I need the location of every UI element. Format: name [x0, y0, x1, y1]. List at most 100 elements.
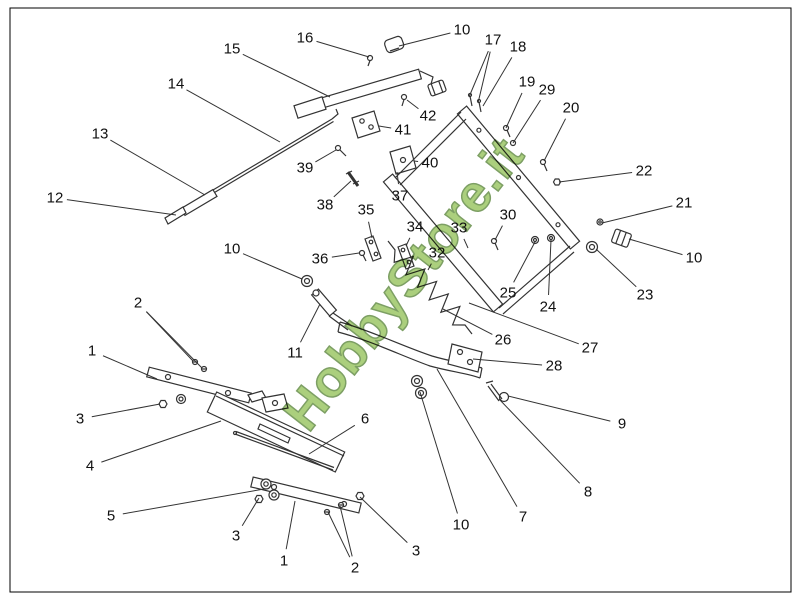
rod-cylinder — [164, 206, 187, 225]
hex-nut-left — [158, 399, 168, 409]
leader-line — [66, 199, 177, 216]
arm-bushings — [410, 374, 428, 400]
callout-21: 21 — [675, 194, 693, 212]
callout-2: 2 — [133, 294, 143, 312]
callout-26: 26 — [494, 331, 512, 349]
leader-line — [331, 252, 360, 258]
callout-20: 20 — [562, 99, 580, 117]
leader-line — [186, 89, 281, 143]
leader-line — [442, 308, 493, 335]
leader-line — [241, 497, 260, 526]
leader-line — [558, 172, 633, 183]
callout-18: 18 — [509, 38, 527, 56]
callout-3: 3 — [411, 542, 421, 560]
leader-line — [242, 253, 303, 280]
lower-lift-arm — [337, 321, 510, 403]
lift-rod — [164, 108, 339, 225]
end-cap — [611, 228, 632, 248]
leader-line — [368, 221, 373, 239]
spring-pin — [345, 170, 360, 187]
callout-10: 10 — [452, 516, 470, 534]
callout-8: 8 — [583, 483, 593, 501]
leader-line — [102, 355, 158, 380]
leader-line — [285, 500, 296, 550]
callout-23: 23 — [636, 286, 654, 304]
upper-mount-plate — [145, 366, 267, 404]
retainer-ring — [498, 391, 510, 403]
leader-line — [507, 395, 611, 422]
leader-line — [359, 496, 408, 544]
leader-line — [308, 424, 356, 455]
leader-line — [146, 311, 203, 369]
callout-3: 3 — [231, 527, 241, 545]
leader-line — [505, 92, 523, 129]
leader-line — [436, 368, 518, 507]
link-plates — [364, 235, 415, 270]
callout-22: 22 — [635, 162, 653, 180]
leader-line — [468, 50, 489, 98]
rod-sleeve — [180, 188, 218, 217]
callout-5: 5 — [106, 507, 116, 525]
callout-7: 7 — [518, 508, 528, 526]
handle-spacer — [427, 79, 447, 97]
callout-42: 42 — [419, 107, 437, 125]
leader-line — [628, 238, 683, 256]
callout-27: 27 — [581, 339, 599, 357]
callout-33: 33 — [450, 219, 468, 237]
arm-bracket — [447, 343, 483, 373]
hex-nut-bottom-left — [254, 494, 264, 504]
callout-3: 3 — [75, 410, 85, 428]
callout-2: 2 — [350, 559, 360, 577]
leader-line — [413, 160, 419, 163]
leader-line — [512, 99, 541, 144]
leader-line — [419, 391, 458, 514]
clevis-pin — [485, 380, 503, 402]
hex-nut-right — [355, 491, 365, 501]
leader-line — [101, 420, 222, 463]
leader-line — [463, 238, 469, 249]
callout-16: 16 — [296, 29, 314, 47]
leader-line — [300, 303, 321, 343]
leader-line — [472, 358, 543, 366]
callout-1: 1 — [87, 342, 97, 360]
callout-13: 13 — [91, 125, 109, 143]
callout-9: 9 — [617, 415, 627, 433]
callout-24: 24 — [539, 298, 557, 316]
callout-35: 35 — [357, 201, 375, 219]
leader-line — [543, 118, 566, 162]
leader-line — [601, 205, 673, 224]
hex-nut — [552, 178, 562, 186]
leader-line — [427, 263, 432, 271]
leader-line — [91, 403, 161, 418]
slide-rod — [232, 430, 335, 471]
callout-17: 17 — [484, 31, 502, 49]
callout-15: 15 — [223, 40, 241, 58]
channel-bracket — [206, 391, 346, 473]
callout-28: 28 — [545, 357, 563, 375]
leader-line — [595, 248, 637, 288]
leader-line — [406, 99, 419, 110]
mount-bracket-assembly — [145, 358, 365, 516]
leader-line — [498, 398, 581, 484]
leader-line — [548, 239, 552, 296]
callout-4: 4 — [85, 457, 95, 475]
callout-29: 29 — [538, 81, 556, 99]
handle-bolt — [366, 54, 374, 67]
callout-11: 11 — [287, 344, 303, 362]
callout-6: 6 — [360, 410, 370, 428]
leader-line — [396, 171, 400, 185]
leader-line — [242, 53, 331, 98]
callout-40: 40 — [421, 154, 439, 172]
plate-bushings-bottom — [260, 478, 280, 501]
leader-line — [482, 57, 513, 107]
plate-bushing — [175, 393, 187, 405]
callout-1: 1 — [279, 552, 289, 570]
latch-plate — [389, 145, 417, 175]
leader-lines — [66, 32, 683, 558]
leader-line — [315, 149, 337, 163]
callout-10: 10 — [685, 249, 703, 267]
leader-line — [468, 302, 579, 345]
callout-37: 37 — [391, 187, 409, 205]
